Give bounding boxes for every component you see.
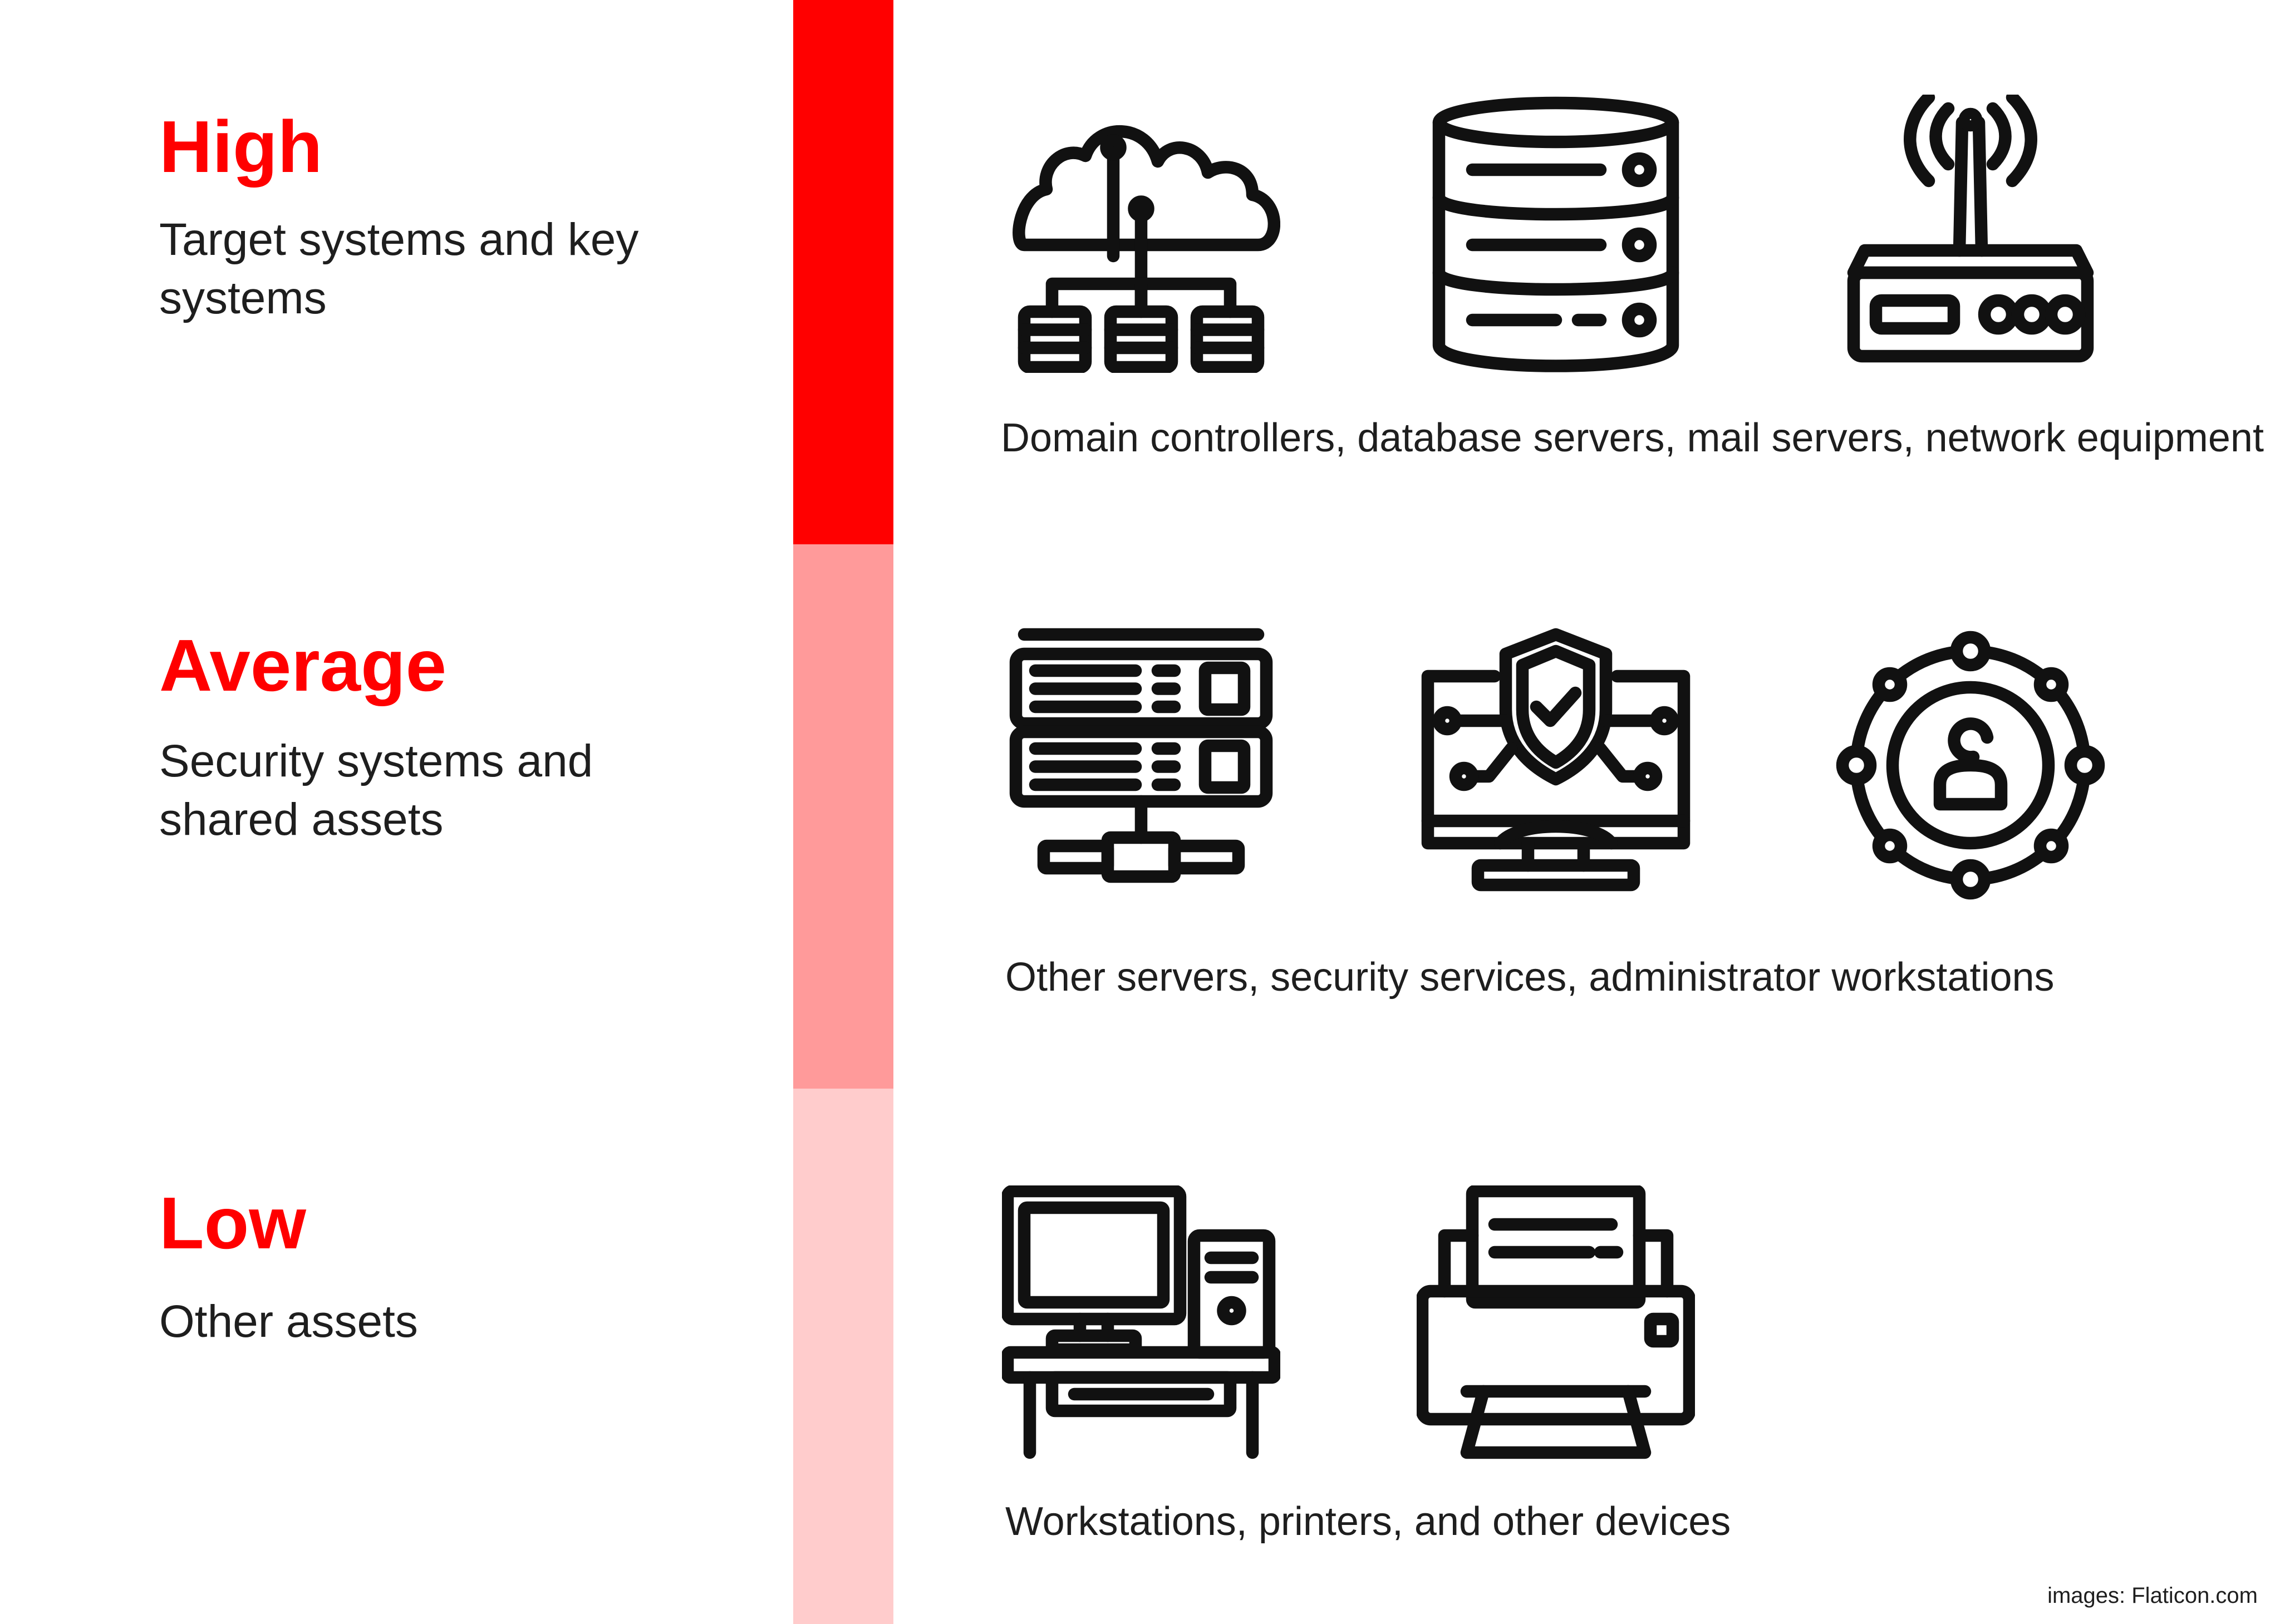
level-title-average: Average [159,624,447,706]
server-rack-icon [1002,626,1280,904]
printer-icon [1417,1185,1695,1464]
level-description-low: Other assets [159,1296,418,1347]
user-network-icon [1831,626,2110,904]
caption-high: Domain controllers, database servers, ma… [1001,416,2264,460]
cloud-network-icon [1002,95,1280,373]
desktop-workstation-icon [1002,1185,1280,1464]
level-title-low: Low [159,1182,306,1264]
level-description-average: Security systems and shared assets [159,736,593,845]
shield-monitor-icon [1417,626,1695,904]
caption-average: Other servers, security services, admini… [1005,955,2055,1000]
level-description-high: Target systems and key systems [159,214,639,323]
priority-bar-low [793,1089,893,1624]
image-credit: images: Flaticon.com [2047,1583,2258,1608]
database-icon [1417,95,1695,373]
router-icon [1831,95,2110,373]
priority-bar-average [793,544,893,1089]
level-title-high: High [159,106,323,188]
priority-bar-high [793,0,893,544]
caption-low: Workstations, printers, and other device… [1005,1499,1731,1544]
